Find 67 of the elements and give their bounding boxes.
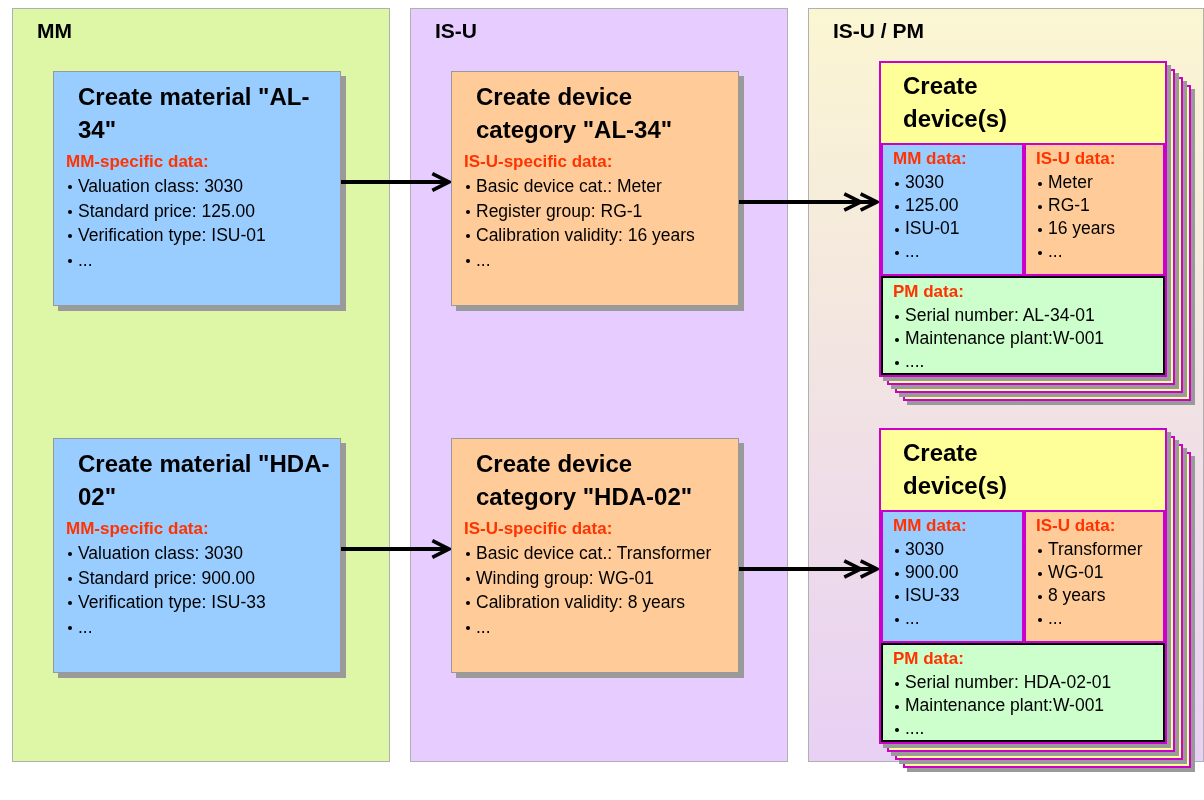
list-item: ...	[464, 247, 728, 272]
data-section	[881, 276, 1165, 375]
list-item: Meter	[1036, 171, 1157, 194]
list-item: 900.00	[893, 561, 1016, 584]
data-section	[881, 510, 1024, 643]
list-item: ....	[893, 717, 1157, 740]
column-heading: MM	[37, 19, 72, 43]
section-heading: MM-specific data:	[66, 519, 209, 539]
list-item: 125.00	[893, 194, 1016, 217]
card-heading: Create material "HDA-02"	[78, 449, 330, 512]
section-heading: IS-U-specific data:	[464, 519, 613, 539]
card-heading: Create device(s)	[903, 71, 1009, 134]
column-panel	[410, 8, 788, 762]
section-heading: MM-specific data:	[66, 152, 209, 172]
data-section	[881, 643, 1165, 742]
list-item: Verification type: ISU-01	[66, 223, 330, 248]
data-section	[881, 143, 1024, 276]
list-item: Standard price: 900.00	[66, 565, 330, 590]
section-heading: IS-U data:	[1036, 149, 1116, 169]
list-item: Basic device cat.: Meter	[464, 174, 728, 199]
list-item: Calibration validity: 8 years	[464, 590, 728, 615]
list-item: Valuation class: 3030	[66, 541, 330, 566]
section-heading: IS-U-specific data:	[464, 152, 613, 172]
card-heading: Create material "AL-34"	[78, 82, 311, 145]
list-item: Winding group: WG-01	[464, 565, 728, 590]
list-item: Basic device cat.: Transformer	[464, 541, 728, 566]
data-section	[1024, 510, 1165, 643]
list-item: ...	[1036, 240, 1157, 263]
list-item: RG-1	[1036, 194, 1157, 217]
list-item: ....	[893, 350, 1157, 373]
list-item: Standard price: 125.00	[66, 198, 330, 223]
list-item: ...	[1036, 607, 1157, 630]
list-item: Valuation class: 3030	[66, 174, 330, 199]
list-item: ISU-33	[893, 584, 1016, 607]
arrow	[341, 538, 451, 560]
list-item: WG-01	[1036, 561, 1157, 584]
section-heading: IS-U data:	[1036, 516, 1116, 536]
list-item: Maintenance plant:W-001	[893, 327, 1157, 350]
list-item: 3030	[893, 538, 1016, 561]
list-item: ...	[66, 614, 330, 639]
column-heading: IS-U / PM	[833, 19, 924, 43]
list-item: 3030	[893, 171, 1016, 194]
column-heading: IS-U	[435, 19, 477, 43]
list-item: Serial number: AL-34-01	[893, 304, 1157, 327]
card-heading: Create device category "HDA-02"	[476, 449, 694, 512]
section-heading: PM data:	[893, 649, 964, 669]
section-heading: MM data:	[893, 516, 967, 536]
arrow	[341, 171, 451, 193]
list-item: 16 years	[1036, 217, 1157, 240]
list-item: 8 years	[1036, 584, 1157, 607]
list-item: ...	[66, 247, 330, 272]
section-heading: PM data:	[893, 282, 964, 302]
list-item: Calibration validity: 16 years	[464, 223, 728, 248]
column-panel	[12, 8, 390, 762]
list-item: Register group: RG-1	[464, 198, 728, 223]
list-item: ...	[464, 614, 728, 639]
section-heading: MM data:	[893, 149, 967, 169]
list-item: Transformer	[1036, 538, 1157, 561]
list-item: Verification type: ISU-33	[66, 590, 330, 615]
list-item: ISU-01	[893, 217, 1016, 240]
card-heading: Create device category "AL-34"	[476, 82, 674, 145]
list-item: ...	[893, 607, 1016, 630]
list-item: Maintenance plant:W-001	[893, 694, 1157, 717]
list-item: Serial number: HDA-02-01	[893, 671, 1157, 694]
data-section	[1024, 143, 1165, 276]
card-heading: Create device(s)	[903, 438, 1009, 501]
list-item: ...	[893, 240, 1016, 263]
